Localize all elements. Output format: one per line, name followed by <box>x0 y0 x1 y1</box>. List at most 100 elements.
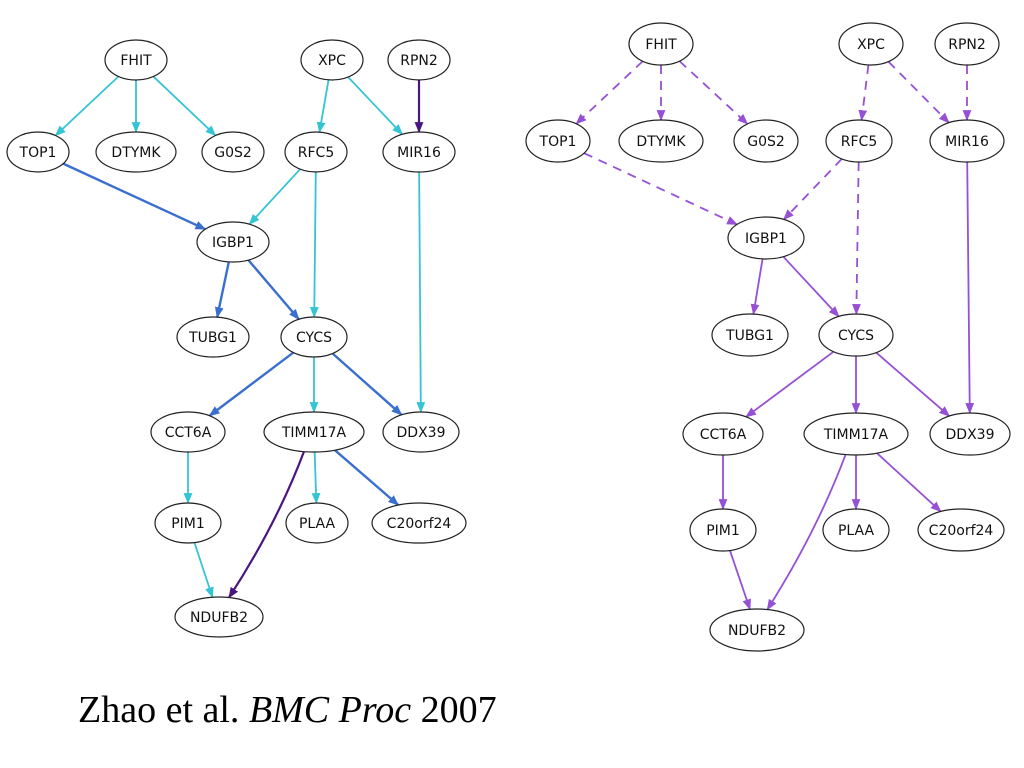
node-label: FHIT <box>645 37 677 53</box>
node-ellipse <box>387 39 451 81</box>
node-label: RPN2 <box>948 37 986 53</box>
citation: Zhao et al. BMC Proc 2007 <box>78 688 497 732</box>
node-label: IGBP1 <box>212 235 254 251</box>
node-ddx39: DDX39 <box>382 411 460 453</box>
node-label: MIR16 <box>945 134 989 150</box>
edge-xpc-to-mir16 <box>347 76 404 136</box>
node-xpc: XPC <box>838 22 904 66</box>
node-ellipse <box>689 508 757 552</box>
node-timm17a: TIMM17A <box>263 411 365 453</box>
node-ellipse <box>709 608 805 652</box>
node-igbp1: IGBP1 <box>727 216 805 260</box>
edge-igbp1-to-tubg1 <box>214 261 230 319</box>
node-label: MIR16 <box>397 145 441 161</box>
node-ellipse <box>838 22 904 66</box>
node-label: G0S2 <box>747 134 785 150</box>
edge-xpc-to-rfc5 <box>316 79 330 134</box>
node-mir16: MIR16 <box>929 119 1005 163</box>
node-label: XPC <box>318 53 346 69</box>
edge-rfc5-to-igbp1 <box>248 168 301 226</box>
node-ellipse <box>285 502 349 544</box>
node-label: RPN2 <box>400 53 438 69</box>
node-igbp1: IGBP1 <box>196 221 270 263</box>
node-label: G0S2 <box>214 145 252 161</box>
node-tubg1: TUBG1 <box>176 316 250 358</box>
node-cct6a: CCT6A <box>682 412 764 456</box>
node-ellipse <box>95 131 177 173</box>
node-ellipse <box>917 508 1005 552</box>
edge-rfc5-to-cycs <box>852 161 861 316</box>
edge-igbp1-to-cycs <box>782 256 840 318</box>
node-label: TUBG1 <box>725 328 774 344</box>
node-plaa: PLAA <box>822 508 890 552</box>
node-rfc5: RFC5 <box>284 131 348 173</box>
node-cct6a: CCT6A <box>150 411 226 453</box>
citation-year: 2007 <box>420 689 497 731</box>
edge-xpc-to-rfc5 <box>858 64 870 122</box>
node-label: DDX39 <box>946 427 995 443</box>
node-ellipse <box>196 221 270 263</box>
node-ellipse <box>733 119 799 163</box>
edge-igbp1-to-cycs <box>247 259 300 321</box>
node-pim1: PIM1 <box>154 502 222 544</box>
node-ellipse <box>176 316 250 358</box>
node-ddx39: DDX39 <box>929 412 1011 456</box>
node-label: RFC5 <box>298 145 334 161</box>
node-ellipse <box>825 119 893 163</box>
edge-fhit-to-g0s2 <box>152 75 217 137</box>
node-label: IGBP1 <box>745 231 787 247</box>
node-c20orf24: C20orf24 <box>371 502 467 544</box>
node-ellipse <box>150 411 226 453</box>
citation-authors: Zhao et al. <box>78 689 240 731</box>
edge-rfc5-to-cycs <box>309 171 319 319</box>
node-label: C20orf24 <box>929 523 994 539</box>
node-ndufb2: NDUFB2 <box>174 596 264 638</box>
edge-pim1-to-ndufb2 <box>193 542 214 599</box>
node-ellipse <box>929 119 1005 163</box>
node-ellipse <box>628 22 694 66</box>
node-ellipse <box>618 119 704 163</box>
node-label: C20orf24 <box>387 516 452 532</box>
node-label: PLAA <box>299 516 336 532</box>
node-ellipse <box>382 131 456 173</box>
node-ellipse <box>934 22 1000 66</box>
node-ellipse <box>525 119 591 163</box>
node-label: XPC <box>857 37 885 53</box>
node-top1: TOP1 <box>6 131 70 173</box>
right-edges <box>575 60 975 611</box>
node-ellipse <box>6 131 70 173</box>
edge-timm17a-to-c20orf24 <box>876 452 942 513</box>
node-label: RFC5 <box>841 134 877 150</box>
node-ellipse <box>104 39 168 81</box>
node-label: TIMM17A <box>823 427 889 443</box>
left-edges <box>54 75 426 599</box>
node-ellipse <box>280 316 348 358</box>
node-label: CYCS <box>296 330 332 346</box>
node-label: CCT6A <box>700 427 747 443</box>
node-ellipse <box>822 508 890 552</box>
node-ellipse <box>263 411 365 453</box>
edge-timm17a-to-c20orf24 <box>334 449 400 506</box>
edge-pim1-to-ndufb2 <box>729 550 751 611</box>
node-label: DDX39 <box>397 425 446 441</box>
edge-cycs-to-cct6a <box>208 351 295 417</box>
node-mir16: MIR16 <box>382 131 456 173</box>
node-top1: TOP1 <box>525 119 591 163</box>
node-ellipse <box>300 39 364 81</box>
node-label: PIM1 <box>706 523 740 539</box>
edge-timm17a-to-ndufb2 <box>228 451 305 599</box>
edge-xpc-to-mir16 <box>887 60 950 124</box>
node-ellipse <box>371 502 467 544</box>
edge-igbp1-to-tubg1 <box>750 258 764 316</box>
node-label: PIM1 <box>171 516 205 532</box>
node-timm17a: TIMM17A <box>803 412 909 456</box>
node-g0s2: G0S2 <box>201 131 265 173</box>
edge-fhit-to-g0s2 <box>678 60 749 125</box>
node-label: CCT6A <box>165 425 212 441</box>
node-label: FHIT <box>120 53 152 69</box>
edge-mir16-to-ddx39 <box>416 171 426 414</box>
node-g0s2: G0S2 <box>733 119 799 163</box>
